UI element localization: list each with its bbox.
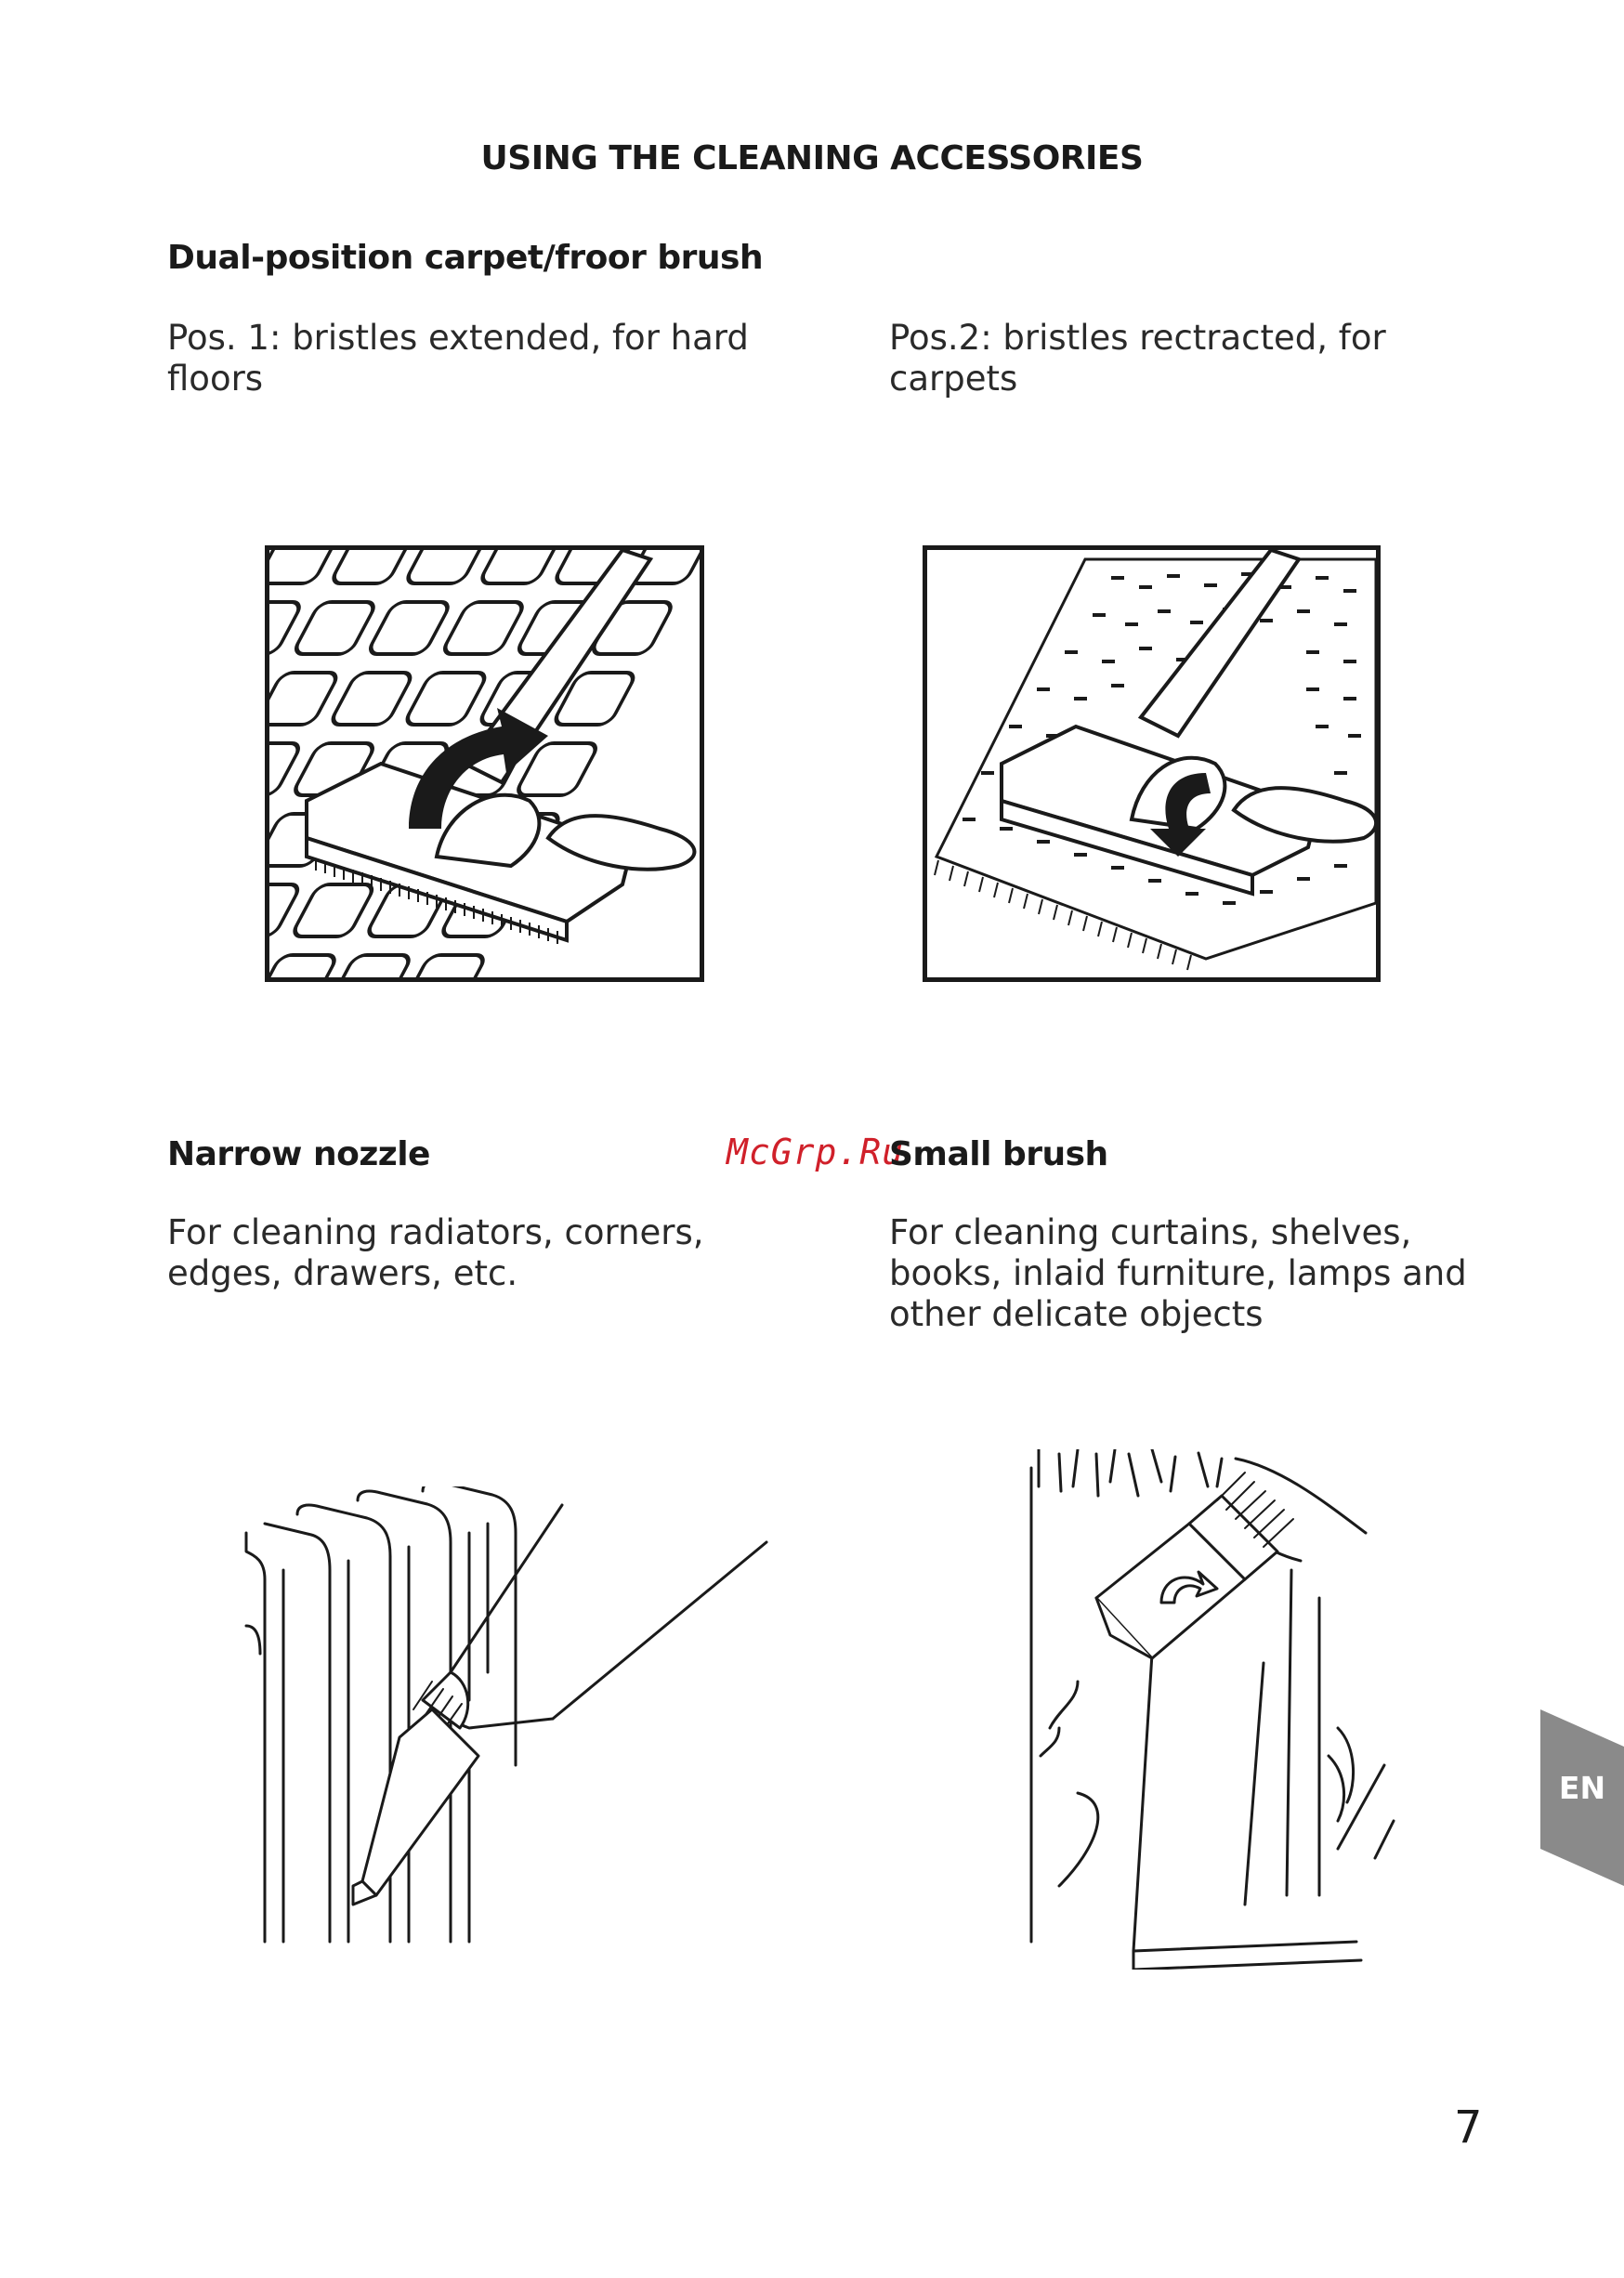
small-brush-description: For cleaning curtains, shelves, books, i…: [889, 1212, 1539, 1335]
carpet-brush-drawing: [934, 550, 1376, 971]
page-title: USING THE CLEANING ACCESSORIES: [480, 139, 1144, 177]
radiator-nozzle-drawing: [244, 1480, 768, 1944]
pos1-line-1: Pos. 1: bristles extended, for hard: [167, 318, 749, 358]
pos2-line-1: Pos.2: bristles rectracted, for: [889, 318, 1386, 358]
hard-floor-brush-drawing: [269, 550, 700, 977]
pos1-description: Pos. 1: bristles extended, for hard floo…: [167, 318, 799, 399]
language-tab-shape: [1540, 1709, 1624, 1886]
language-tab: [1540, 1709, 1624, 1886]
small-brush-line-3: other delicate objects: [889, 1294, 1264, 1334]
curtain-brush-drawing: [1029, 1447, 1395, 1971]
language-tab-label: EN: [1558, 1770, 1606, 1806]
page-number: 7: [1454, 2101, 1483, 2154]
narrow-nozzle-line-1: For cleaning radiators, corners,: [167, 1212, 704, 1252]
small-brush-illustration: [1022, 1447, 1412, 1971]
pos2-description: Pos.2: bristles rectracted, for carpets: [889, 318, 1521, 399]
dual-brush-heading: Dual-position carpet/froor brush: [167, 239, 764, 277]
hard-floor-brush-illustration: [265, 545, 704, 982]
narrow-nozzle-illustration: [237, 1480, 785, 1951]
pos2-line-2: carpets: [889, 359, 1018, 399]
narrow-nozzle-line-2: edges, drawers, etc.: [167, 1253, 518, 1293]
carpet-brush-illustration: [923, 545, 1381, 982]
narrow-nozzle-description: For cleaning radiators, corners, edges, …: [167, 1212, 818, 1294]
small-brush-line-1: For cleaning curtains, shelves,: [889, 1212, 1412, 1252]
watermark: McGrp.Ru: [727, 1132, 905, 1172]
small-brush-heading: Small brush: [889, 1135, 1108, 1173]
pos1-line-2: floors: [167, 359, 264, 399]
small-brush-line-2: books, inlaid furniture, lamps and: [889, 1253, 1467, 1293]
narrow-nozzle-heading: Narrow nozzle: [167, 1135, 430, 1173]
